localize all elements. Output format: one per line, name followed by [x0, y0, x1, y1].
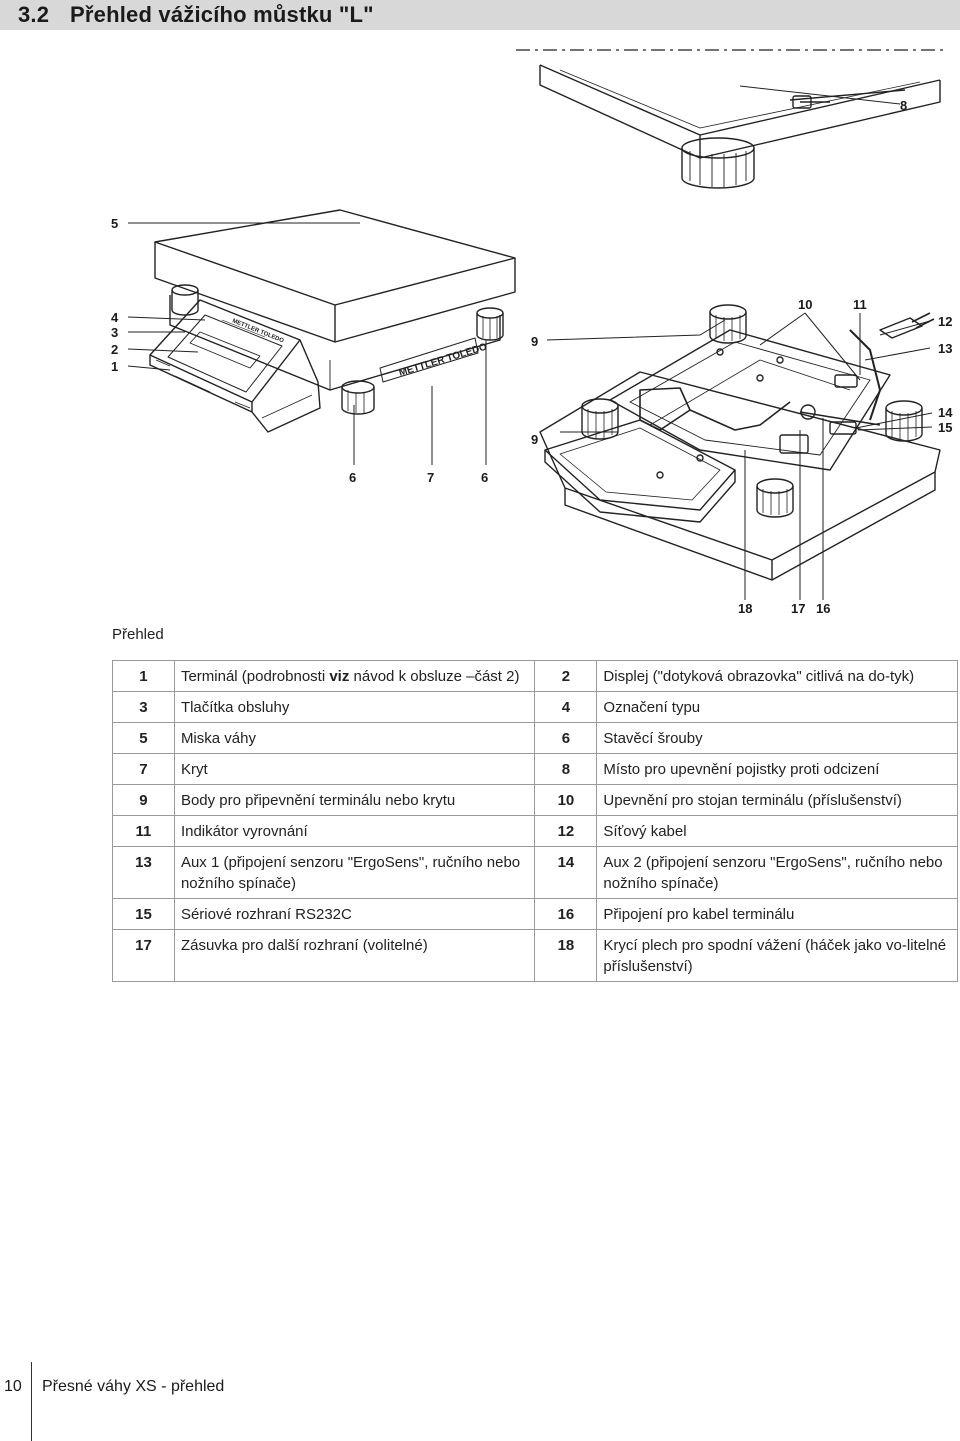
callout-11: 11	[853, 297, 867, 312]
section-number: 3.2	[18, 2, 50, 27]
legend-text: Kryt	[173, 753, 536, 785]
legend-text: Označení typu	[596, 691, 958, 723]
footer-title: Přesné váhy XS - přehled	[42, 1378, 225, 1395]
legend-number: 8	[534, 753, 598, 785]
legend-number: 9	[112, 784, 175, 816]
legend-row: 3 Tlačítka obsluhy 4 Označení typu	[112, 691, 958, 723]
legend-text: Krycí plech pro spodní vážení (háček jak…	[596, 929, 958, 982]
callout-6-right: 6	[481, 470, 488, 485]
legend-text: Zásuvka pro další rozhraní (volitelné)	[173, 929, 536, 982]
legend-row: 15 Sériové rozhraní RS232C 16 Připojení …	[112, 898, 958, 930]
callout-7: 7	[427, 470, 434, 485]
callout-18: 18	[738, 601, 752, 616]
legend-number: 15	[112, 898, 175, 930]
legend-row: 5 Miska váhy 6 Stavěcí šrouby	[112, 722, 958, 754]
callout-10: 10	[798, 297, 812, 312]
callout-6-left: 6	[349, 470, 356, 485]
legend-number: 6	[534, 722, 598, 754]
legend-row: 11 Indikátor vyrovnání 12 Síťový kabel	[112, 815, 958, 847]
section-title: Přehled vážicího můstku "L"	[70, 2, 374, 27]
brand-front-text: METTLER TOLEDO	[398, 342, 489, 379]
callout-3: 3	[111, 325, 118, 340]
callout-8: 8	[900, 98, 907, 113]
page-footer: 10 Přesné váhy XS - přehled	[0, 1362, 960, 1441]
legend-text: Displej ("dotyková obrazovka" citlivá na…	[596, 660, 958, 692]
page-number: 10	[4, 1378, 22, 1395]
legend-text: Připojení pro kabel terminálu	[596, 898, 958, 930]
footer-divider	[31, 1362, 32, 1441]
legend-text: Sériové rozhraní RS232C	[173, 898, 536, 930]
legend-number: 7	[112, 753, 175, 785]
balance-illustration: METTLER TOLEDO METTLER TOLEDO	[111, 49, 953, 616]
legend-number: 4	[534, 691, 598, 723]
legend-number: 1	[112, 660, 175, 692]
callout-14: 14	[938, 405, 953, 420]
legend-row: 13 Aux 1 (připojení senzoru "ErgoSens", …	[112, 846, 958, 899]
legend-number: 3	[112, 691, 175, 723]
section-heading: 3.2 Přehled vážicího můstku "L"	[0, 0, 960, 30]
legend-text: Upevnění pro stojan terminálu (příslušen…	[596, 784, 958, 816]
legend-number: 11	[112, 815, 175, 847]
callout-16: 16	[816, 601, 830, 616]
legend-number: 13	[112, 846, 175, 899]
legend-row: 17 Zásuvka pro další rozhraní (volitelné…	[112, 929, 958, 982]
legend-number: 14	[534, 846, 598, 899]
legend-row: 1 Terminál (podrobnosti viz návod k obsl…	[112, 660, 958, 692]
callout-4: 4	[111, 310, 119, 325]
legend-text: Aux 1 (připojení senzoru "ErgoSens", ruč…	[173, 846, 536, 899]
callout-5: 5	[111, 216, 118, 231]
callout-17: 17	[791, 601, 805, 616]
callout-15: 15	[938, 420, 952, 435]
legend-table: 1 Terminál (podrobnosti viz návod k obsl…	[112, 660, 958, 982]
legend-number: 2	[534, 660, 598, 692]
balance-overview-figure: METTLER TOLEDO METTLER TOLEDO	[0, 30, 960, 620]
legend-number: 17	[112, 929, 175, 982]
legend-row: 9 Body pro připevnění terminálu nebo kry…	[112, 784, 958, 816]
callout-9-bottom: 9	[531, 432, 538, 447]
legend-number: 5	[112, 722, 175, 754]
legend-text: Aux 2 (připojení senzoru "ErgoSens", ruč…	[596, 846, 958, 899]
legend-row: 7 Kryt 8 Místo pro upevnění pojistky pro…	[112, 753, 958, 785]
legend-text: Síťový kabel	[596, 815, 958, 847]
figure-caption: Přehled	[112, 626, 164, 643]
legend-text: Body pro připevnění terminálu nebo krytu	[173, 784, 536, 816]
legend-text: Miska váhy	[173, 722, 536, 754]
legend-text: Stavěcí šrouby	[596, 722, 958, 754]
callout-9-top: 9	[531, 334, 538, 349]
legend-number: 12	[534, 815, 598, 847]
callout-1: 1	[111, 359, 118, 374]
callout-2: 2	[111, 342, 118, 357]
legend-number: 10	[534, 784, 598, 816]
legend-text: Místo pro upevnění pojistky proti odcize…	[596, 753, 958, 785]
legend-text: Terminál (podrobnosti viz návod k obsluz…	[173, 660, 536, 692]
legend-text: Tlačítka obsluhy	[173, 691, 536, 723]
legend-number: 16	[534, 898, 598, 930]
legend-number: 18	[534, 929, 598, 982]
callout-13: 13	[938, 341, 952, 356]
legend-text: Indikátor vyrovnání	[173, 815, 536, 847]
callout-12: 12	[938, 314, 952, 329]
